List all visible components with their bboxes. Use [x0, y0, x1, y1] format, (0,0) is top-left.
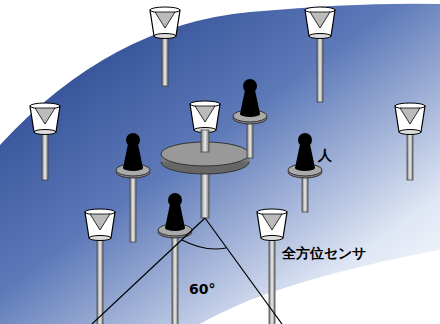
- sensor-label: 全方位センサ: [282, 246, 366, 261]
- person-label: 人: [318, 148, 332, 163]
- angle-label: 60°: [189, 282, 215, 297]
